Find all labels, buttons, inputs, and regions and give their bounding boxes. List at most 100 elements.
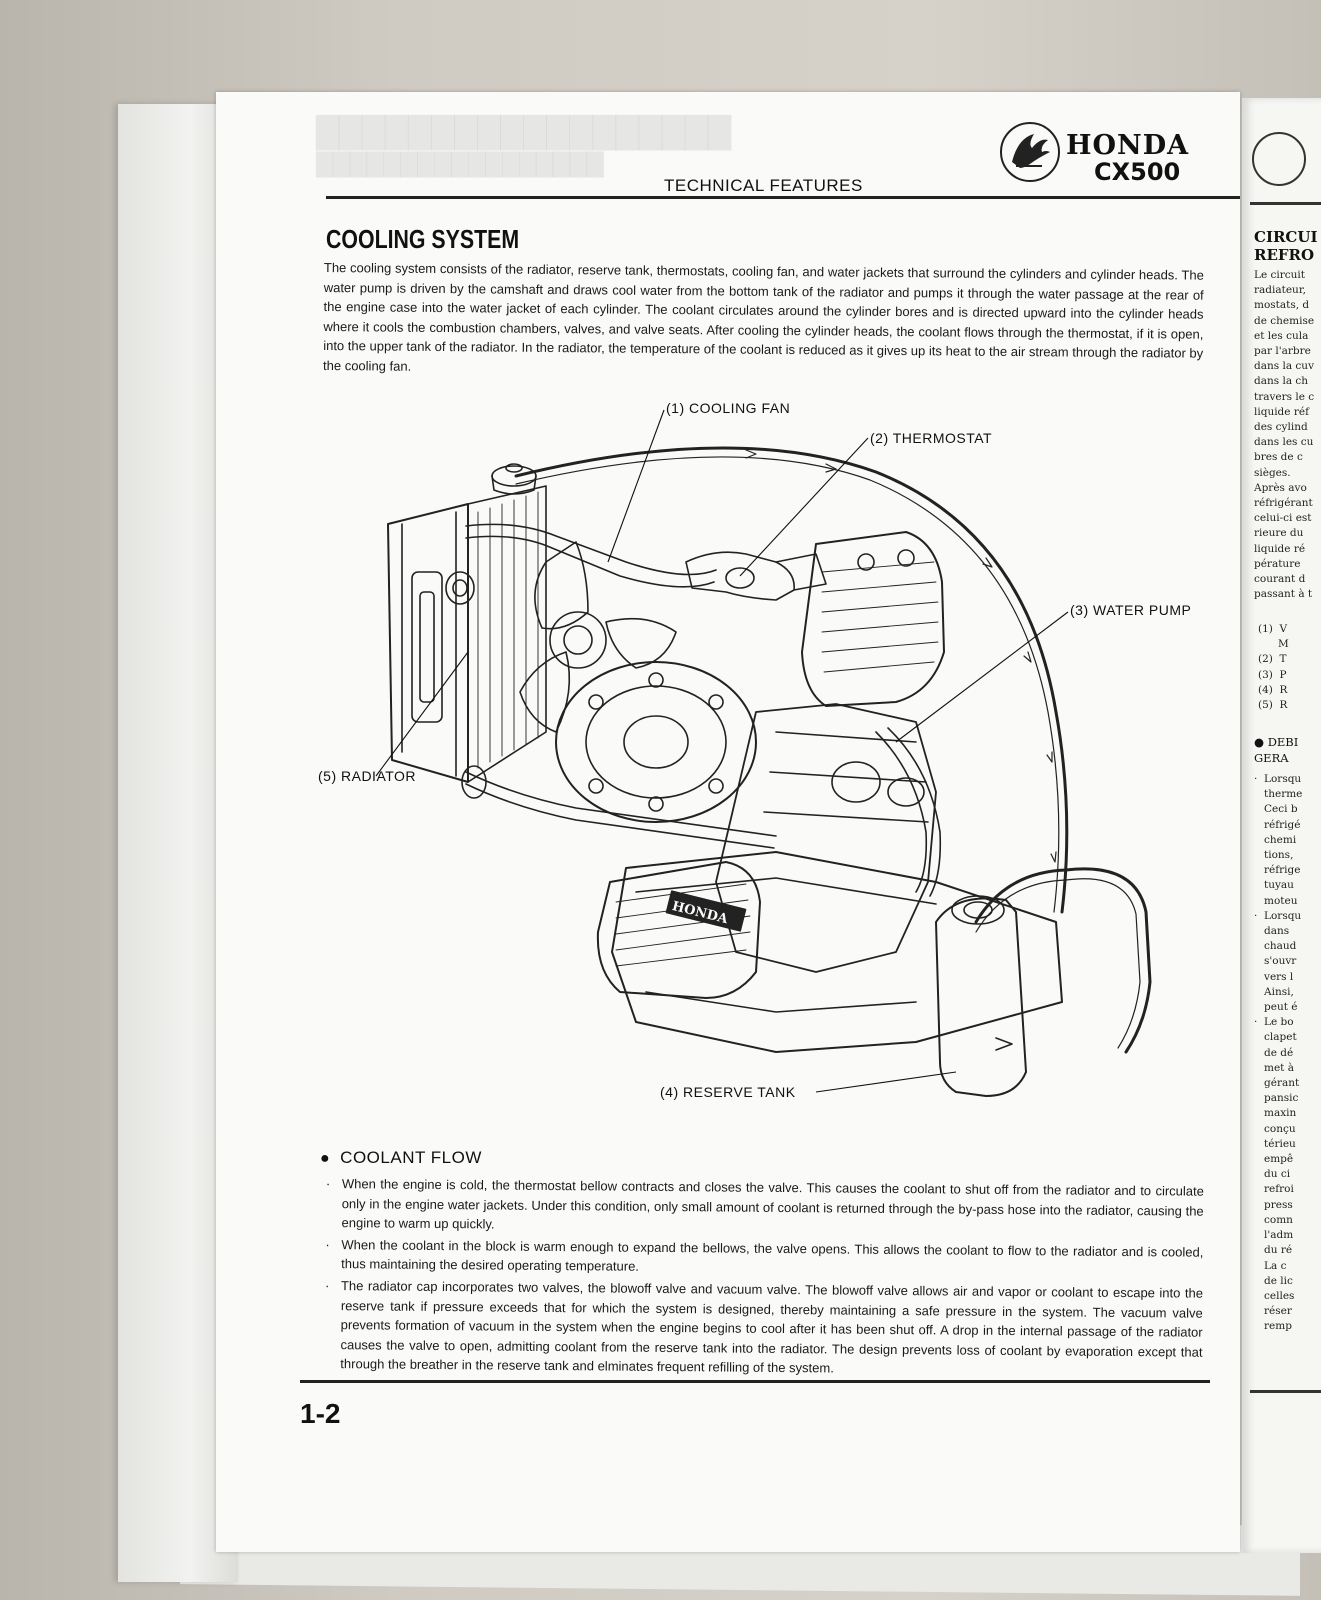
text-line: liquide ré [1254,542,1306,555]
manual-page: ██████████████████ █████████████████ HON… [216,92,1240,1552]
list-item: When the coolant in the block is warm en… [323,1235,1203,1282]
facing-page-subheading: ● DEBI GERA [1254,734,1298,766]
text-line: (1) V [1258,623,1288,635]
text-line: tions, [1254,849,1294,862]
callout-water-pump: (3) WATER PUMP [1070,602,1192,618]
text-line: radiateur, [1254,284,1307,297]
text-line: bres de c [1254,451,1303,464]
text-line: Ceci b [1254,803,1298,816]
text-line: peut é [1254,1001,1298,1014]
coolant-flow-list: When the engine is cold, the thermostat … [322,1174,1204,1384]
text-line: du ré [1254,1244,1293,1257]
text-line: (5) R [1258,699,1288,712]
text-line: réser [1254,1305,1292,1318]
text-line: pansic [1254,1092,1299,1105]
text-line: s'ouvr [1254,955,1297,968]
text-line: celles [1254,1289,1295,1302]
text-line: celui-ci est [1254,512,1312,525]
text-line: Après avo [1254,481,1307,494]
text-line: pérature [1254,557,1301,570]
text-line: et les cula [1254,329,1309,342]
facing-page-text: Le circuit radiateur, mostats, d de chemise… [1254,268,1321,602]
text-line: chemi [1254,833,1297,846]
text-line: · Lorsqu [1254,909,1302,922]
callout-radiator: (5) RADIATOR [318,768,417,784]
facing-page: CIRCUI REFRO Le circuit radiateur, mostats… [1242,98,1321,1553]
text-line: vers l [1254,970,1294,983]
text-line: conçu [1254,1122,1296,1135]
brand-name: HONDA [1066,130,1190,161]
title-line: REFRO [1254,246,1315,264]
text-line: clapet [1254,1031,1297,1044]
footer-rule [300,1380,1210,1383]
text-line: La c [1254,1259,1287,1272]
honda-wing-icon [1252,132,1306,186]
text-line: liquide réf [1254,405,1309,418]
text-line: du ci [1254,1168,1291,1181]
text-line: refroi [1254,1183,1294,1196]
text-line: · Lorsqu [1254,773,1302,785]
callout-thermostat: (2) THERMOSTAT [870,430,993,446]
text-line: press [1254,1198,1293,1211]
text-line: (2) T [1258,653,1287,666]
text-line: réfrigé [1254,818,1301,831]
honda-wing-icon [1012,134,1050,168]
list-item: The radiator cap incorporates two valves… [322,1276,1203,1382]
header-rule [326,196,1240,199]
facing-page-text-2: · Lorsqu therme Ceci b réfrigé chemi tio… [1254,772,1321,1335]
coolant-flow-heading: ● COOLANT FLOW [320,1148,482,1168]
text-line: remp [1254,1320,1292,1333]
text-line: Le circuit [1254,269,1306,281]
text-line: met à [1254,1061,1295,1074]
callout-cooling-fan: (1) COOLING FAN [666,400,791,416]
model-name: CX500 [1094,158,1181,186]
engine-illustration: HONDA [375,409,1152,1097]
subheading-line: ● DEBI [1254,735,1299,749]
text-line: dans [1254,925,1290,938]
facing-page-title: CIRCUI REFRO [1254,228,1317,264]
text-line: · Le bo [1254,1016,1294,1029]
text-line: passant à t [1254,588,1313,601]
text-line: dans la ch [1254,375,1309,388]
section-header: TECHNICAL FEATURES [664,176,863,195]
text-line: réfrige [1254,864,1301,877]
text-line: dans les cu [1254,436,1314,449]
title-line: CIRCUI [1254,228,1318,246]
footer-rule [1250,1390,1321,1393]
text-line: de dé [1254,1046,1294,1059]
text-line: sièges. [1254,466,1291,479]
page-number: 1-2 [300,1398,341,1429]
text-line: travers le c [1254,390,1315,403]
text-line: tuyau [1254,879,1294,892]
text-line: (3) P [1258,668,1287,681]
callout-reserve-tank: (4) RESERVE TANK [660,1084,796,1100]
page-title: COOLING SYSTEM [326,224,520,254]
header-rule [1250,202,1321,205]
bullet-icon: ● [320,1150,331,1167]
text-line: rieure du [1254,527,1304,540]
text-line: M [1258,638,1289,651]
text-line: dans la cuv [1254,360,1315,373]
text-line: gérant [1254,1077,1300,1090]
text-line: courant d [1254,573,1306,586]
text-line: chaud [1254,940,1297,953]
honda-logo [1000,122,1060,182]
text-line: maxin [1254,1107,1297,1120]
text-line: des cylind [1254,421,1308,434]
text-line: térieu [1254,1137,1296,1150]
text-line: mostats, d [1254,299,1310,312]
facing-page-legend: (1) V M (2) T (3) P (4) R (5) R [1258,622,1289,713]
text-line: réfrigérant [1254,497,1313,510]
list-item: When the engine is cold, the thermostat … [323,1174,1204,1240]
text-line: therme [1254,788,1303,801]
text-line: moteu [1254,894,1298,907]
text-line: l'adm [1254,1229,1294,1242]
text-line: de chemise [1254,314,1315,327]
text-line: empê [1254,1153,1294,1166]
coolant-flow-title: COOLANT FLOW [340,1148,482,1167]
text-line: (4) R [1258,683,1288,696]
text-line: par l'arbre [1254,345,1311,358]
text-line: de lic [1254,1274,1293,1287]
text-line: comn [1254,1213,1293,1226]
subheading-line: GERA [1254,751,1289,765]
